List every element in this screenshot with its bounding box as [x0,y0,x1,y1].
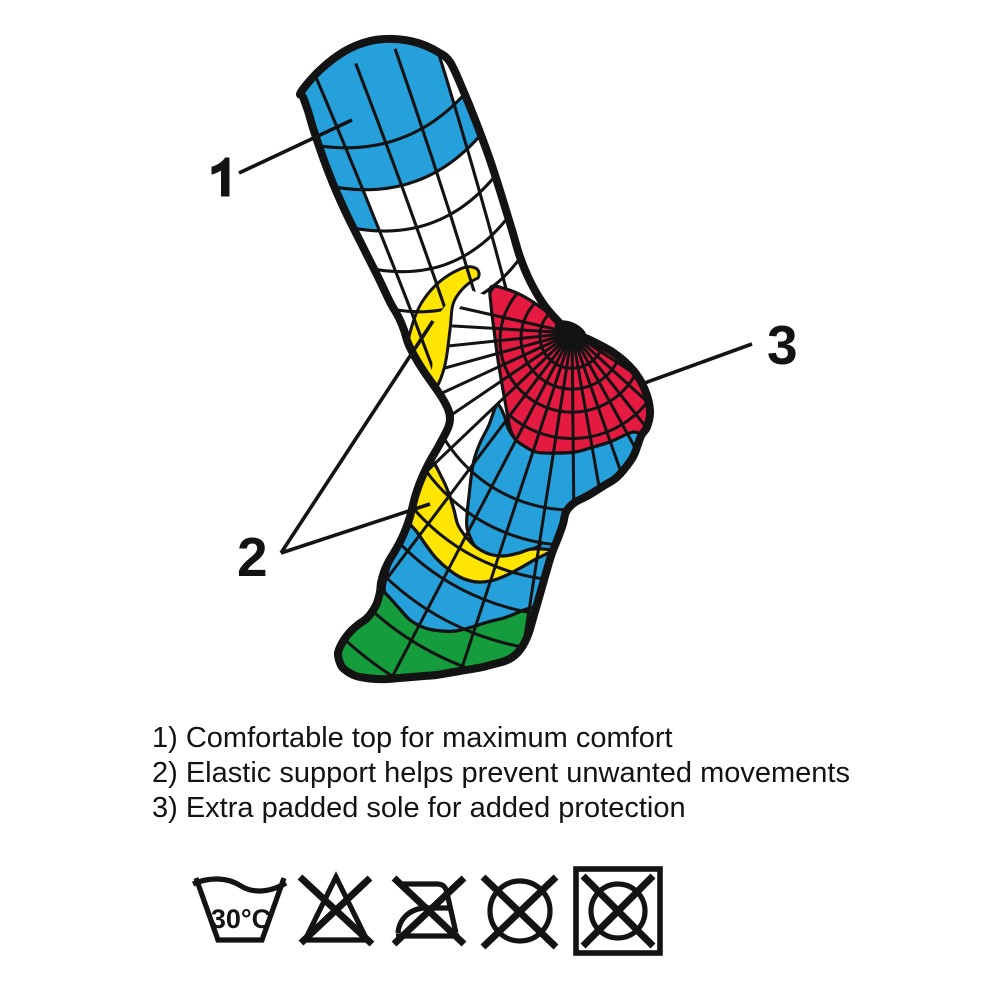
svg-text:2) Elastic support helps preve: 2) Elastic support helps prevent unwante… [152,757,850,789]
svg-text:30°C: 30°C [211,904,271,934]
svg-text:3) Extra padded sole for added: 3) Extra padded sole for added protectio… [152,792,686,824]
svg-text:3: 3 [767,314,798,376]
svg-text:2: 2 [237,526,268,588]
svg-text:1) Comfortable top for maximum: 1) Comfortable top for maximum comfort [152,722,673,754]
